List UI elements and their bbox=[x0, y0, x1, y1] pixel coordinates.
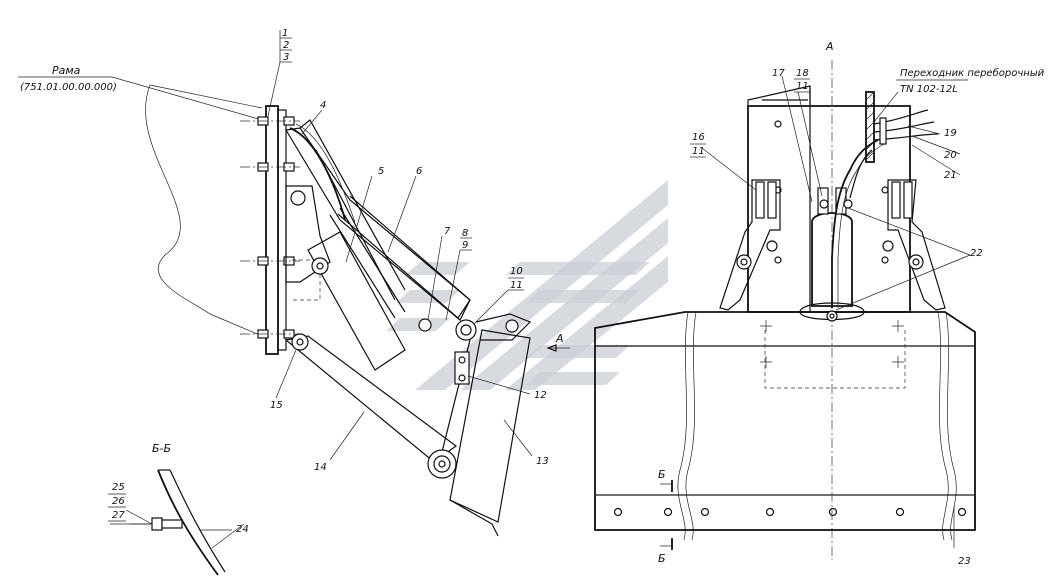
callout-3: 3 bbox=[283, 52, 289, 63]
labels: Рама (751.01.00.00.000) А Б-Б А Переходн… bbox=[20, 28, 1045, 567]
side-view bbox=[18, 76, 532, 537]
callout-1: 1 bbox=[282, 28, 288, 39]
frame-label: Рама bbox=[52, 64, 81, 77]
callout-18: 18 bbox=[796, 68, 809, 79]
callout-17: 17 bbox=[772, 68, 785, 79]
callout-27: 27 bbox=[112, 510, 125, 521]
callout-21: 21 bbox=[944, 170, 957, 181]
callout-26: 26 bbox=[112, 496, 125, 507]
callout-14: 14 bbox=[314, 462, 327, 473]
watermark-logo bbox=[386, 180, 668, 390]
callout-10: 10 bbox=[510, 266, 523, 277]
arrow-label: А bbox=[555, 332, 564, 345]
adapter-code: TN 102-12L bbox=[900, 84, 958, 95]
callout-7: 7 bbox=[444, 226, 451, 237]
callout-24: 24 bbox=[236, 524, 249, 535]
callout-4: 4 bbox=[320, 100, 326, 111]
callout-20: 20 bbox=[944, 150, 957, 161]
adapter-label: Переходник переборочный bbox=[900, 67, 1045, 79]
callout-11: 11 bbox=[510, 280, 523, 291]
callout-22: 22 bbox=[970, 248, 983, 259]
section-b-b bbox=[110, 469, 232, 576]
callout-9: 9 bbox=[462, 240, 468, 251]
section-label: Б-Б bbox=[152, 442, 171, 455]
callout-23: 23 bbox=[958, 556, 971, 567]
front-view-a bbox=[546, 60, 976, 560]
view-label: А bbox=[825, 40, 834, 53]
leader-lines bbox=[211, 30, 971, 549]
section-mark-top: Б bbox=[658, 468, 666, 481]
section-mark-bottom: Б bbox=[658, 552, 666, 565]
callout-2: 2 bbox=[283, 40, 289, 51]
callout-16: 16 bbox=[692, 132, 705, 143]
callout-16-sub: 11 bbox=[692, 146, 705, 157]
frame-code: (751.01.00.00.000) bbox=[20, 82, 117, 93]
callout-25: 25 bbox=[112, 482, 125, 493]
callout-8: 8 bbox=[462, 228, 468, 239]
callout-18-sub: 11 bbox=[796, 81, 809, 92]
callout-13: 13 bbox=[536, 456, 549, 467]
callout-19: 19 bbox=[944, 128, 957, 139]
callout-5: 5 bbox=[378, 166, 384, 177]
callout-12: 12 bbox=[534, 390, 547, 401]
callout-15: 15 bbox=[270, 400, 283, 411]
callout-6: 6 bbox=[416, 166, 422, 177]
